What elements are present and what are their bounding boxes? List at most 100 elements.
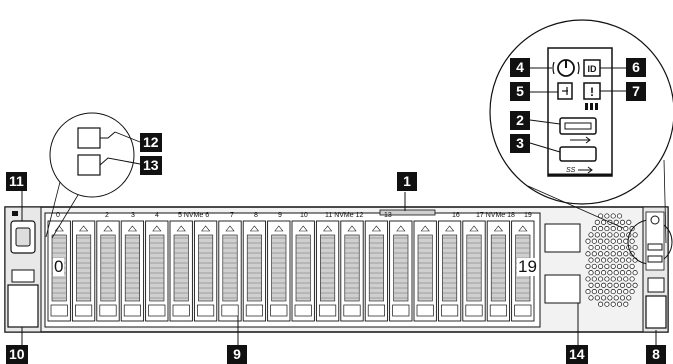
vent-hole [594, 270, 600, 276]
vent-hole [588, 244, 594, 251]
svg-text:ID: ID [588, 64, 598, 74]
drive-bay [315, 220, 340, 322]
vent-hole [619, 295, 626, 301]
callout-4: 4 [510, 58, 530, 77]
vent-hole [610, 289, 616, 295]
drive-bay [413, 220, 437, 322]
vent-hole [607, 295, 613, 301]
vent-hole [632, 282, 638, 288]
vent-hole [616, 238, 623, 244]
vent-hole [601, 282, 607, 288]
vent-hole [619, 219, 626, 225]
vent-hole [626, 282, 632, 288]
vent-hole [594, 219, 600, 225]
vent-hole [626, 257, 632, 263]
usb-icon [570, 136, 591, 144]
drive-bay [169, 220, 193, 322]
drive-bay [389, 220, 413, 322]
svg-text:SS: SS [566, 167, 576, 174]
vent-hole [598, 289, 604, 295]
bay-label: 16 [452, 212, 460, 219]
vent-hole [613, 219, 619, 225]
left-rack-latch [7, 284, 39, 328]
callout-11: 11 [6, 172, 27, 191]
vent-hole [626, 270, 632, 276]
right-rack-latch [645, 295, 667, 329]
vent-hole [616, 276, 623, 282]
vent-hole [604, 276, 610, 282]
vent-hole [601, 270, 607, 276]
vent-hole [610, 213, 616, 219]
vent-hole [591, 226, 597, 232]
vent-hole [601, 295, 607, 301]
vent-hole [626, 219, 632, 225]
drive-bay [437, 220, 462, 322]
vent-hole [591, 263, 597, 269]
drive-bay [291, 220, 315, 322]
callout-9: 9 [227, 345, 247, 364]
bay-label: 7 [230, 212, 234, 219]
vent-hole [591, 289, 597, 295]
vent-hole [616, 213, 623, 219]
first-drive-number: 0 [53, 257, 65, 276]
vent-hole [607, 270, 613, 276]
vent-hole [604, 301, 610, 307]
vent-hole [613, 295, 619, 301]
vent-hole [616, 251, 623, 257]
vent-hole [629, 289, 635, 295]
pull-out-label-tab [379, 209, 436, 216]
vent-hole [610, 251, 616, 257]
vent-hole [594, 244, 600, 251]
vent-hole [604, 289, 610, 295]
vent-hole [629, 238, 635, 244]
vent-hole [623, 251, 629, 257]
bay-label: 17 NVMe 18 [476, 212, 515, 219]
vent-hole [632, 270, 638, 276]
vent-hole [598, 301, 604, 307]
usb3-port [559, 146, 597, 162]
vent-hole [619, 270, 626, 276]
drive-bay [242, 220, 267, 322]
vent-hole [604, 263, 610, 269]
svg-text:!: ! [590, 85, 594, 99]
power-icon [552, 59, 580, 77]
vent-hole [610, 276, 616, 282]
vent-hole [588, 270, 594, 276]
vent-hole [632, 232, 638, 238]
vent-hole [619, 232, 626, 238]
vent-hole [619, 244, 626, 251]
vent-hole [591, 238, 597, 244]
vent-hole [613, 244, 619, 251]
callout-12: 12 [140, 133, 162, 152]
vent-hole [588, 282, 594, 288]
vent-hole [598, 251, 604, 257]
bay-label: 10 [300, 212, 308, 219]
bay-label: 3 [131, 212, 135, 219]
callout-14: 14 [566, 345, 588, 364]
vent-hole [594, 295, 600, 301]
drive-bay [96, 220, 120, 322]
drive-bay [340, 220, 364, 322]
vent-hole [619, 257, 626, 263]
vent-hole [604, 226, 610, 232]
bay-label: 0 [56, 212, 60, 219]
drive-bay [364, 220, 389, 322]
vent-hole [591, 276, 597, 282]
vent-hole [623, 263, 629, 269]
vent-hole [588, 232, 594, 238]
vent-hole [607, 232, 613, 238]
callout-6: 6 [626, 58, 646, 77]
vent-hole [607, 282, 613, 288]
bay-label: 4 [155, 212, 159, 219]
vent-hole [626, 295, 632, 301]
vent-hole [616, 301, 623, 307]
vent-hole [591, 251, 597, 257]
vent-hole [601, 257, 607, 263]
bay-label: 8 [254, 212, 258, 219]
vent-hole [623, 301, 629, 307]
vent-hole [598, 276, 604, 282]
vent-hole [594, 257, 600, 263]
vent-hole [598, 263, 604, 269]
vent-hole [613, 257, 619, 263]
vent-hole [607, 244, 613, 251]
